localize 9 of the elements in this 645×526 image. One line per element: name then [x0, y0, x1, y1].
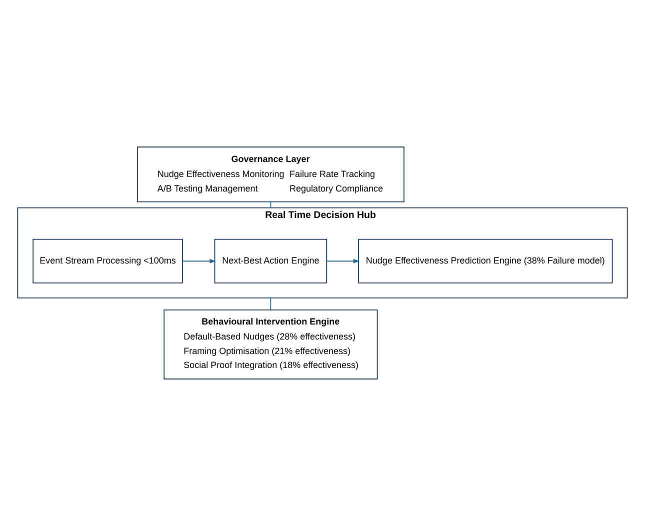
- connector: [270, 201, 272, 208]
- arrow: [326, 258, 360, 264]
- node-box: Next-Best Action Engine: [214, 238, 328, 284]
- node-box: Behavioural Intervention Engine Default-Based Nudges (28% effectiveness) Framing Optimisation (21% effectiveness) Social Proof Integration (18% effectiveness): [164, 309, 378, 380]
- arrow: [182, 258, 216, 264]
- connector: [270, 297, 272, 310]
- node-box: Governance Layer Nudge Effectiveness Monitoring Failure Rate Tracking A/B Testing Management Regulatory Compliance: [136, 146, 404, 202]
- node-box: Event Stream Processing <100ms: [32, 238, 183, 284]
- node-box: Nudge Effectiveness Prediction Engine (38% Failure model): [358, 238, 613, 284]
